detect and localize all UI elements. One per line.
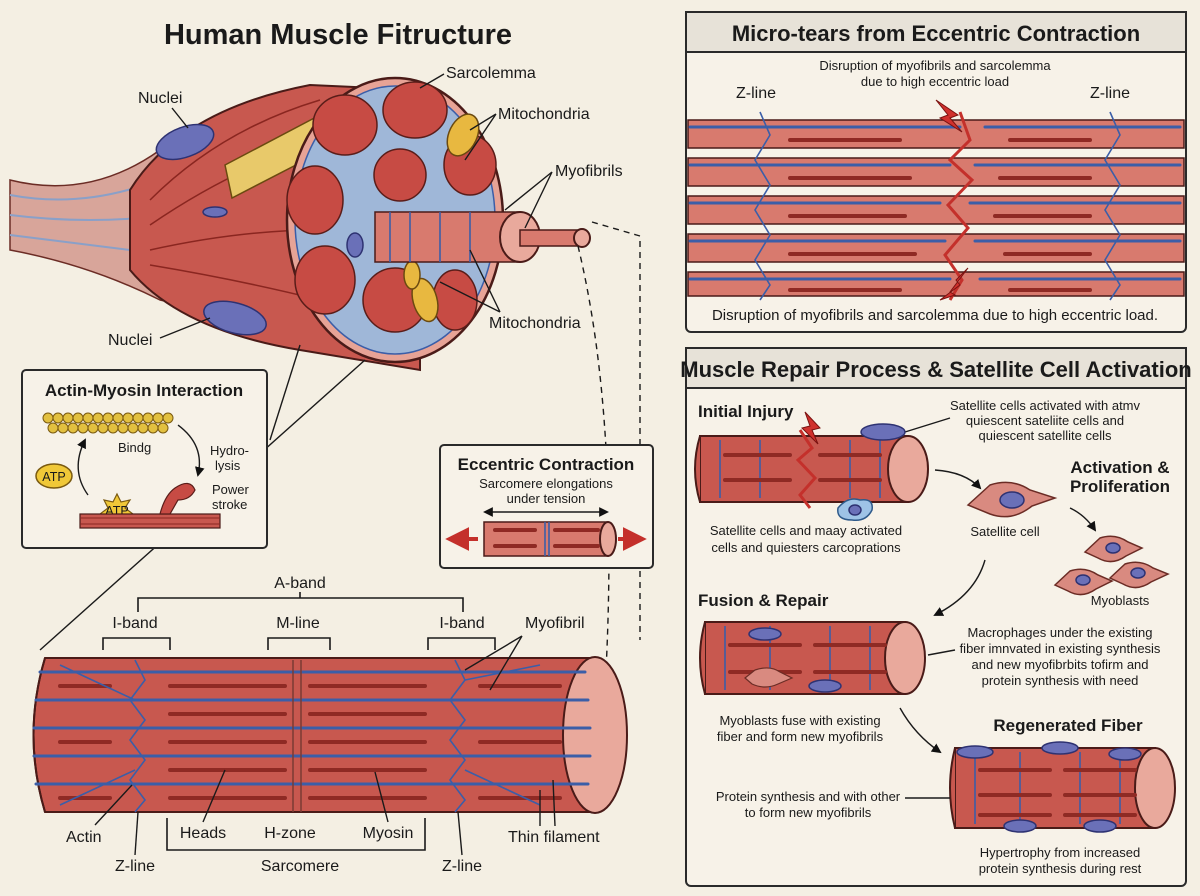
tear-crack: [943, 111, 975, 301]
label-sarcolemma: Sarcolemma: [446, 65, 536, 82]
muscle-fiber-illustration: [9, 76, 591, 372]
binding-label: Bindg: [118, 440, 151, 455]
macro-note-1: Macrophages under the existing: [967, 625, 1152, 640]
microtears-bottom-caption: Disruption of myofibrils and sarcolemma …: [712, 307, 1158, 324]
injury-caption-1: Satellite cells and maay activated: [710, 523, 902, 538]
macro-note-4: protein synthesis with need: [982, 673, 1139, 688]
initial-injury-title: Initial Injury: [698, 402, 794, 421]
label-nuclei-bottom: Nuclei: [108, 332, 152, 349]
sat-note-3: quiescent satellite cells: [979, 428, 1112, 443]
atp-badge-left: [35, 463, 73, 489]
macro-note-2: fiber imnvated in existing synthesis: [960, 641, 1161, 656]
satellite-cell-label: Satellite cell: [970, 524, 1039, 539]
myosin-label: Myosin: [363, 825, 414, 842]
fuse-caption-2: fiber and form new myofibrils: [717, 729, 884, 744]
injury-caption-2: cells and quiesters carcoprations: [711, 540, 901, 555]
label-mitochondria-top: Mitochondria: [498, 106, 590, 123]
fusion-fiber: [699, 621, 926, 695]
macro-note-3: and new myofibrbits tofirm and: [971, 657, 1148, 672]
protein-caption-2: to form new myofibrils: [745, 805, 872, 820]
power-stroke-label-2: stroke: [212, 497, 247, 512]
z-line-right-label: Z-line: [442, 858, 482, 875]
microtears-top-caption-2: due to high eccentric load: [861, 74, 1009, 89]
thin-filament-label: Thin filament: [508, 829, 600, 846]
microtears-top-caption-1: Disruption of myofibrils and sarcolemma: [819, 58, 1051, 73]
label-mitochondria-bottom: Mitochondria: [489, 315, 581, 332]
activation-title-1: Activation &: [1070, 458, 1169, 477]
h-zone-label: H-zone: [264, 825, 316, 842]
power-stroke-label-1: Power: [212, 482, 250, 497]
label-nuclei-top: Nuclei: [138, 90, 182, 107]
hypertrophy-caption-1: Hypertrophy from increased: [980, 845, 1140, 860]
eccentric-caption-1: Sarcomere elongations: [479, 476, 613, 491]
i-band-left-label: I-band: [112, 615, 157, 632]
mitochondrion: [446, 113, 480, 157]
actin-myosin-title: Actin-Myosin Interaction: [45, 381, 243, 400]
atp-left-label: ATP: [42, 470, 65, 484]
fusion-title: Fusion & Repair: [698, 591, 829, 610]
microtears-z-line-right: Z-line: [1090, 85, 1130, 102]
activation-title-2: Proliferation: [1070, 477, 1170, 496]
page-title: Human Muscle Fitructure: [164, 19, 512, 51]
myosin-head: [159, 482, 196, 515]
regenerated-title: Regenerated Fiber: [993, 716, 1143, 735]
torn-myofibrils: [687, 99, 1185, 301]
sat-note-2: quiescent sateliite cells and: [966, 413, 1124, 428]
eccentric-caption-2: under tension: [507, 491, 586, 506]
a-band-label: A-band: [274, 575, 326, 592]
label-myofibrils: Myofibrils: [555, 163, 623, 180]
injured-fiber: [694, 411, 929, 522]
myoblasts-label: Myoblasts: [1091, 593, 1150, 608]
heads-label: Heads: [180, 825, 226, 842]
microtears-title: Micro-tears from Eccentric Contraction: [732, 21, 1140, 46]
repair-title: Muscle Repair Process & Satellite Cell A…: [680, 357, 1191, 382]
eccentric-title: Eccentric Contraction: [458, 455, 635, 474]
nucleus-top: [155, 123, 215, 161]
nucleus-bottom: [203, 300, 267, 336]
protein-caption-1: Protein synthesis and with other: [716, 789, 901, 804]
z-line-left-label: Z-line: [115, 858, 155, 875]
hypertrophy-caption-2: protein synthesis during rest: [979, 861, 1142, 876]
myofibril-label: Myofibril: [525, 615, 585, 632]
sat-note-1: Satellite cells activated with atmv: [950, 398, 1141, 413]
myoblasts-group: [1053, 535, 1170, 596]
actin-bead-chain: [42, 412, 174, 434]
fuse-caption-1: Myoblasts fuse with existing: [719, 713, 880, 728]
actin-label: Actin: [66, 829, 102, 846]
regenerated-fiber: [949, 741, 1176, 833]
m-line-label: M-line: [276, 615, 320, 632]
hydrolysis-label-1: Hydro-: [210, 443, 249, 458]
sarcomere-label: Sarcomere: [261, 858, 339, 875]
i-band-right-label: I-band: [439, 615, 484, 632]
actin-myosin-panel: [21, 369, 268, 549]
microtears-z-line-left: Z-line: [736, 85, 776, 102]
hydrolysis-label-2: lysis: [215, 458, 241, 473]
sarcomere-cylinder: [32, 656, 628, 814]
